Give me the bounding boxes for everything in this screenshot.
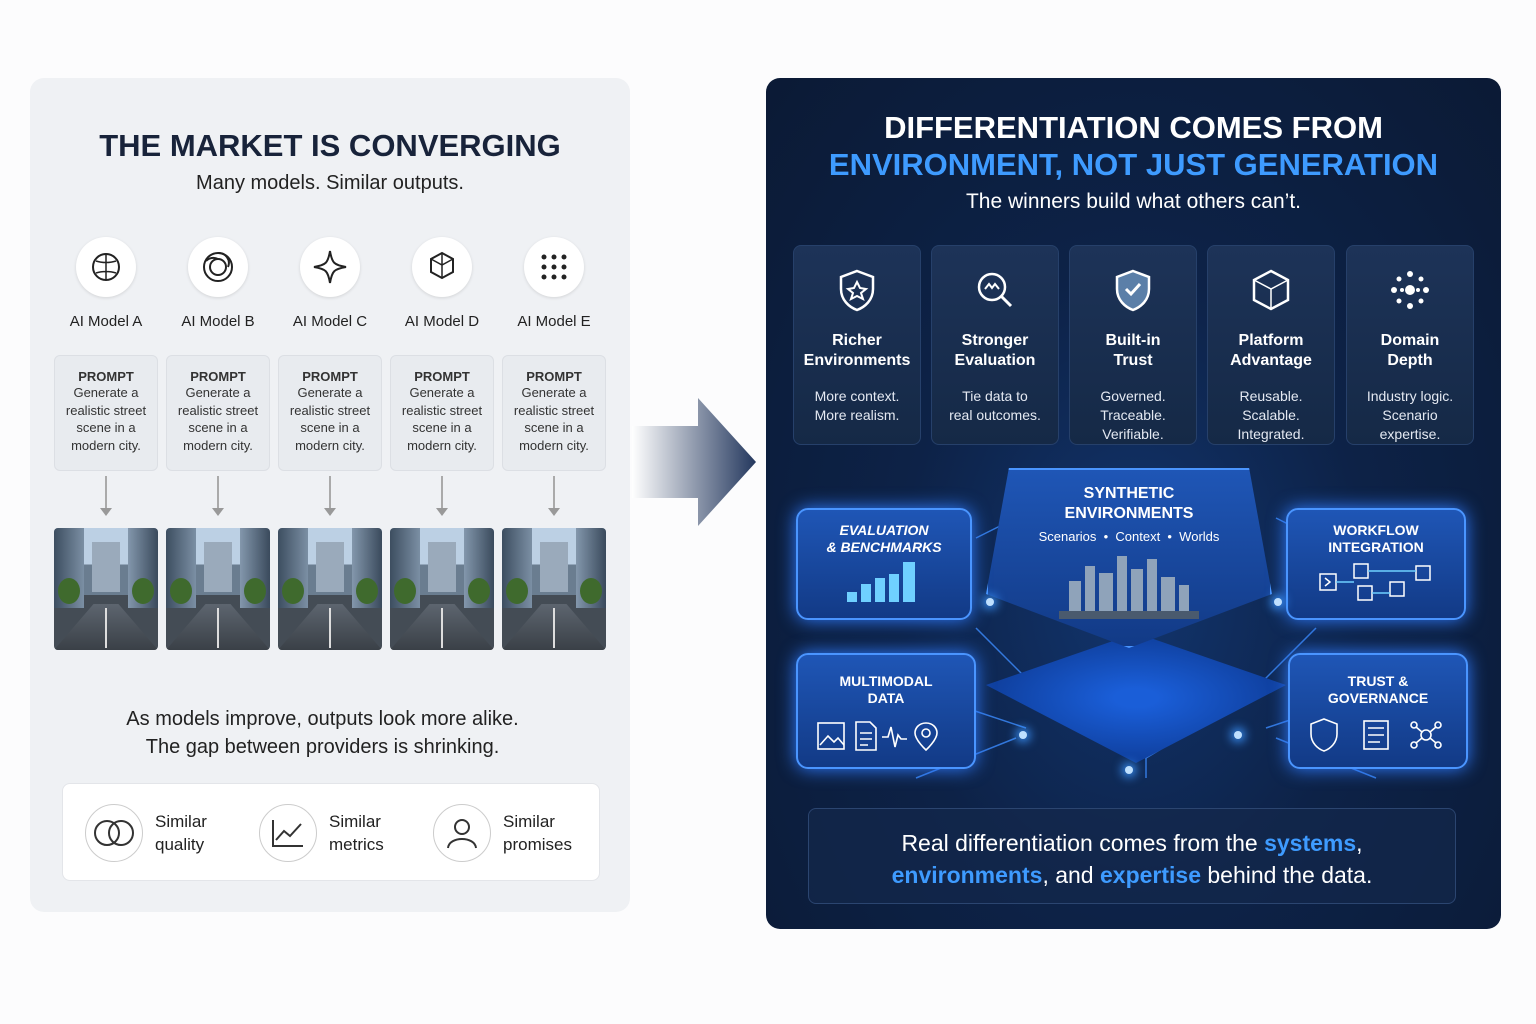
model-label: AI Model B	[181, 313, 255, 330]
differentiation-panel: DIFFERENTIATION COMES FROM ENVIRONMENT, …	[766, 78, 1501, 929]
transition-arrow-icon	[632, 398, 756, 526]
panel-subtitle: Many models. Similar outputs.	[196, 172, 464, 194]
generated-street-image	[278, 528, 382, 650]
line-chart-icon	[259, 804, 317, 862]
brain-icon	[76, 237, 136, 297]
model-label: AI Model E	[517, 313, 591, 330]
sparkle-star-icon	[300, 237, 360, 297]
down-arrow-icon	[548, 476, 560, 516]
model-3: AI Model D	[389, 237, 495, 330]
panel-title: DIFFERENTIATION COMES FROM	[884, 110, 1383, 145]
bar-chart-icon	[847, 562, 915, 602]
dots-cluster-icon	[1391, 271, 1429, 309]
prompt-card: PROMPT Generate a realistic street scene…	[166, 355, 270, 471]
dot-grid-icon	[524, 237, 584, 297]
panel-title-accent: ENVIRONMENT, NOT JUST GENERATION	[828, 147, 1439, 182]
cube-icon	[1252, 269, 1290, 311]
model-4: AI Model E	[501, 237, 607, 330]
down-arrow-icon	[324, 476, 336, 516]
panel-title: THE MARKET IS CONVERGING	[99, 128, 561, 163]
conclusion-text: As models improve, outputs look more ali…	[126, 708, 519, 758]
down-arrow-icon	[436, 476, 448, 516]
model-label: AI Model D	[404, 313, 480, 330]
generated-street-image	[502, 528, 606, 650]
person-icon	[433, 804, 491, 862]
model-2: AI Model C	[277, 237, 383, 330]
generated-street-image	[390, 528, 494, 650]
down-arrow-icon	[212, 476, 224, 516]
model-1: AI Model B	[165, 237, 271, 330]
governance-icons	[1310, 718, 1442, 752]
shield-check-icon	[1115, 269, 1151, 312]
footer-statement: Real differentiation comes from the syst…	[808, 808, 1456, 904]
media-types-icon	[817, 721, 938, 752]
prompt-card: PROMPT Generate a realistic street scene…	[502, 355, 606, 471]
workflow-diagram-icon	[1319, 563, 1431, 601]
panel-subtitle: The winners build what others can’t.	[965, 190, 1301, 213]
converging-panel: THE MARKET IS CONVERGING Many models. Si…	[30, 78, 630, 912]
model-label: AI Model A	[69, 313, 143, 330]
trust-governance-card: TRUST &GOVERNANCE	[1288, 653, 1468, 769]
synthetic-environments-platform: SYNTHETIC ENVIRONMENTS Scenarios • Conte…	[986, 468, 1272, 648]
prompt-card: PROMPT Generate a realistic street scene…	[278, 355, 382, 471]
model-0: AI Model A	[53, 237, 159, 330]
spiral-knot-icon	[188, 237, 248, 297]
down-arrow-icon	[100, 476, 112, 516]
knot-icon	[412, 237, 472, 297]
shield-star-icon	[839, 269, 875, 312]
generated-street-image	[54, 528, 158, 650]
city-model-icon	[1059, 556, 1199, 619]
model-label: AI Model C	[292, 313, 368, 330]
overlapping-circles-icon	[85, 804, 143, 862]
prompt-card: PROMPT Generate a realistic street scene…	[54, 355, 158, 471]
prompt-card: PROMPT Generate a realistic street scene…	[390, 355, 494, 471]
evaluation-benchmarks-card: EVALUATION& BENCHMARKS	[796, 508, 972, 620]
generated-street-image	[166, 528, 270, 650]
magnifier-icon	[977, 272, 1013, 308]
